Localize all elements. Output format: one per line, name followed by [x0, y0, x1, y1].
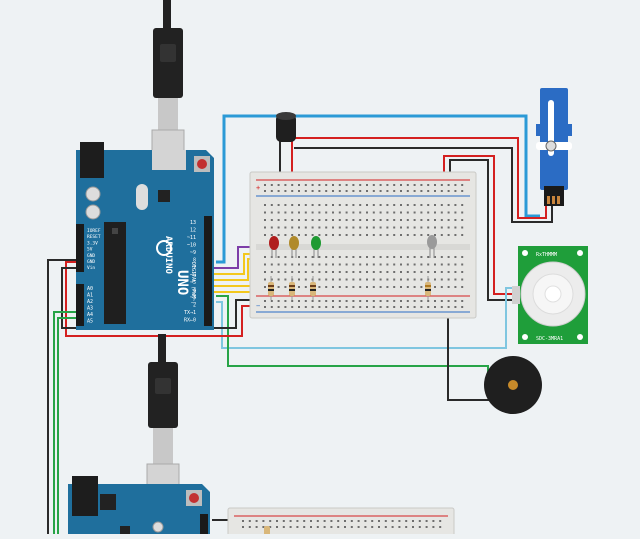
power-pin-label: IOREF: [87, 228, 101, 234]
leds: [269, 235, 437, 258]
pir-bottom-label: SDC-3MRA1: [536, 336, 563, 342]
digital-pin-label: ~3: [190, 295, 196, 301]
wire-black-pir[interactable]: [449, 159, 518, 301]
resistor-4[interactable]: [425, 276, 431, 300]
analog-pin-label: A3: [87, 306, 93, 312]
arduino-model-text: UNO: [174, 270, 190, 295]
pir-top-label: RxTHMMM: [536, 252, 557, 258]
wire-red-5v[interactable]: [65, 261, 262, 337]
analog-pin-label: A1: [87, 293, 93, 299]
arduino-digital-label: DIGITAL (PWM~): [190, 262, 196, 304]
wire-blue-servo[interactable]: [216, 114, 540, 264]
power-pin-label: GND: [87, 253, 95, 259]
usb-cable-bottom[interactable]: [146, 334, 180, 501]
arduino-logo-text: ARDUINO: [163, 236, 173, 275]
wire-black-servo[interactable]: [294, 147, 553, 223]
digital-pin-label: RX←0: [184, 318, 196, 324]
breadboard-main[interactable]: + −: [249, 171, 477, 319]
digital-pin-label: 12: [190, 228, 196, 234]
analog-pin-label: A2: [87, 299, 93, 305]
digital-pin-label: ~5: [190, 280, 196, 286]
wire-green-down-2[interactable]: [57, 317, 76, 534]
resistor-1[interactable]: [268, 276, 274, 300]
analog-pin-label: A4: [87, 312, 93, 318]
resistor-3[interactable]: [310, 276, 316, 300]
digital-pin-label: 7: [193, 265, 196, 271]
resistor-2[interactable]: [289, 276, 295, 300]
breadboard-holes: [264, 184, 464, 308]
digital-pin-label: 4: [193, 288, 196, 294]
wire-black-buzzer[interactable]: [447, 300, 490, 401]
power-pin-label: GND: [87, 259, 95, 265]
digital-pin-label: ~11: [187, 235, 196, 241]
digital-pin-label: ~9: [190, 250, 196, 256]
usb-cable-top[interactable]: [151, 0, 185, 171]
analog-pin-label: A5: [87, 319, 93, 325]
power-pin-label: RESET: [87, 234, 101, 240]
analog-pin-label: A0: [87, 286, 93, 292]
led-yellow[interactable]: [289, 236, 299, 258]
arduino-uno-secondary[interactable]: [68, 476, 210, 534]
led-green[interactable]: [311, 236, 321, 258]
pir-sensor[interactable]: RxTHMMM SDC-3MRA1: [512, 246, 588, 344]
wire-black-down[interactable]: [47, 259, 76, 534]
wire-red-servo[interactable]: [292, 137, 547, 219]
breadboard-secondary[interactable]: [227, 507, 455, 539]
wire-lightblue-pir[interactable]: [216, 287, 518, 349]
servo-motor[interactable]: [536, 88, 572, 206]
digital-pin-label: ~10: [187, 243, 196, 249]
led-red[interactable]: [269, 236, 279, 258]
capacitor[interactable]: [276, 112, 296, 142]
breadboard-secondary-holes: [242, 520, 442, 528]
digital-pin-labels: 13 12~11 ~10~9 87 ~6~5 4~3 2TX→1RX←0: [184, 220, 196, 324]
power-pin-label: Vin: [87, 265, 95, 271]
piezo-buzzer[interactable]: [484, 356, 542, 414]
digital-pin-label: 8: [193, 258, 196, 264]
rail-plus-label: +: [256, 184, 260, 192]
led-white[interactable]: [427, 235, 437, 258]
resistors: [268, 276, 431, 300]
digital-pin-label: ~6: [190, 273, 196, 279]
power-pin-label: 3.3V: [87, 240, 98, 246]
digital-pin-label: 13: [190, 220, 196, 226]
wire-green-down-1[interactable]: [53, 311, 76, 534]
wire-red-pir[interactable]: [443, 155, 518, 295]
digital-pin-label: TX→1: [184, 310, 196, 316]
arduino-uno-main[interactable]: ARDUINO UNO DIGITAL (PWM~) 13 12~11 ~10~9 8…: [76, 142, 214, 330]
rail-minus-label: −: [256, 302, 260, 310]
power-pin-label: 5V: [87, 247, 93, 253]
digital-pin-label: 2: [193, 303, 196, 309]
